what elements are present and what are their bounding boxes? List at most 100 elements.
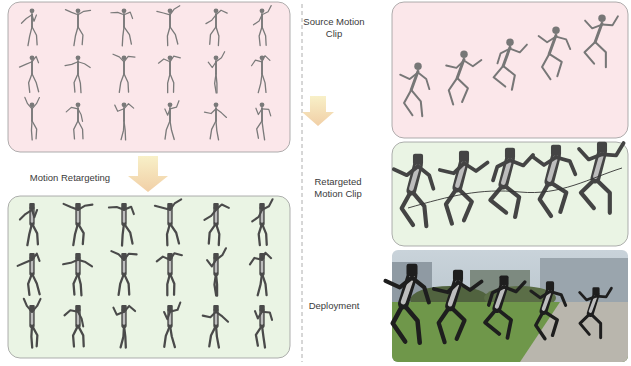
robot-figure [259, 305, 265, 311]
human-figure [260, 8, 265, 13]
human-figure [216, 121, 219, 140]
robot-figure [167, 259, 172, 274]
human-figure [111, 12, 124, 14]
robot-figure [590, 313, 600, 337]
human-figure [157, 11, 170, 14]
human-figure [261, 61, 263, 74]
robot-figure [170, 326, 175, 347]
human-figure [170, 56, 180, 62]
robot-figure [30, 326, 33, 348]
human-figure [252, 60, 262, 66]
robot-figure [209, 224, 216, 244]
robot-figure [596, 288, 611, 297]
robot-figure [546, 281, 554, 290]
robot-figure [20, 210, 32, 220]
robot-figure [109, 207, 124, 210]
robot-figure [170, 199, 181, 209]
human-figure [510, 45, 527, 53]
robot-figure [597, 142, 607, 153]
robot-figure [412, 278, 429, 303]
robot-figure [262, 224, 267, 245]
robot-figure [18, 260, 32, 266]
robot-figure [169, 210, 171, 222]
human-figure [124, 104, 134, 109]
human-figure [449, 78, 457, 104]
robot-figure [75, 305, 81, 311]
robot-figure [31, 312, 33, 324]
robot-figure [434, 282, 458, 292]
robot-figure [403, 304, 419, 343]
human-figure [167, 27, 170, 46]
robot-figure [209, 326, 216, 347]
robot-figure [207, 260, 216, 267]
human-figure [32, 74, 39, 92]
robot-figure [216, 224, 219, 246]
human-figure [30, 8, 35, 13]
human-figure [411, 90, 422, 116]
robot-figure [170, 303, 180, 312]
robot-figure [531, 291, 550, 298]
human-figure [123, 14, 125, 27]
robot-figure [75, 209, 80, 224]
robot-figure [78, 274, 81, 296]
human-figure [215, 74, 217, 93]
robot-figure [418, 166, 433, 189]
robot-figure [78, 260, 92, 267]
human-figure [585, 21, 602, 29]
human-figure [556, 37, 570, 50]
human-figure [115, 105, 124, 111]
robot-figure [216, 312, 228, 322]
robot-figure [457, 188, 471, 221]
human-figure [65, 62, 78, 66]
human-figure [214, 55, 219, 60]
human-figure [165, 121, 170, 139]
human-figure [76, 102, 81, 107]
human-figure [169, 14, 171, 27]
human-figure [262, 6, 271, 15]
robot-figure [155, 206, 170, 210]
robot-figure [32, 210, 37, 217]
robot-figure [453, 270, 463, 281]
robot-figure [121, 209, 126, 224]
trajectory-line [408, 168, 622, 208]
robot-figure [213, 305, 219, 311]
robot-figure [544, 311, 558, 335]
robot-figure [78, 205, 92, 210]
human-figure [122, 8, 127, 13]
robot-figure [256, 326, 262, 346]
human-figure [78, 109, 83, 122]
robot-figure [169, 260, 171, 272]
human-figure [76, 55, 81, 60]
human-figure [74, 27, 78, 46]
down-arrow [302, 96, 334, 126]
human-figure [585, 42, 596, 64]
robot-figure [24, 299, 32, 312]
human-figure [121, 121, 124, 140]
down-arrow [128, 156, 168, 192]
robot-figure [440, 163, 464, 173]
human-figure [170, 74, 174, 92]
human-figure [400, 73, 418, 80]
robot-figure [124, 254, 137, 260]
robot-figure [167, 224, 170, 246]
robot-figure [214, 274, 216, 296]
human-figure [170, 101, 179, 109]
human-figure [214, 102, 219, 107]
robot-figure [550, 292, 566, 306]
human-figure [262, 74, 266, 93]
human-figure [122, 27, 124, 46]
robot-figure [32, 224, 38, 245]
robot-figure [580, 313, 590, 334]
robot-figure [113, 308, 124, 315]
human-figure [602, 16, 618, 25]
robot-figure [499, 276, 508, 286]
robot-figure [123, 210, 125, 222]
human-figure [113, 54, 124, 62]
robot-figure [170, 274, 174, 295]
robot-figure [510, 155, 533, 166]
robot-figure [580, 292, 596, 300]
robot-figure [458, 282, 482, 290]
human-figure [168, 74, 170, 93]
robot-figure [493, 160, 510, 180]
robot-figure [413, 154, 423, 165]
